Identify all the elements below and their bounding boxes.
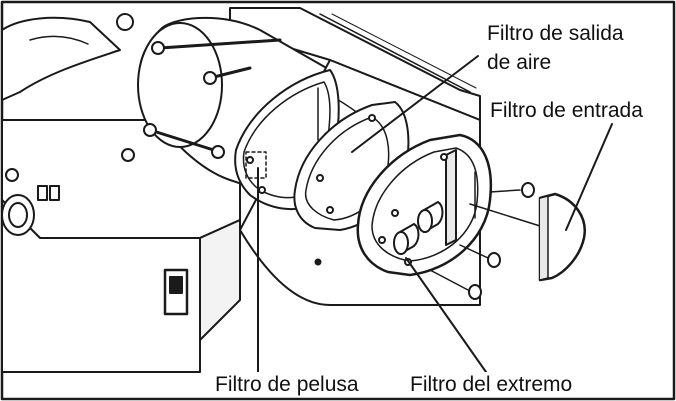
inlet-filter-edge	[539, 195, 549, 281]
screw-icon	[489, 182, 535, 198]
lint-filter-highlight	[245, 151, 267, 179]
machine-base-side	[199, 219, 241, 341]
pin-cylinder-1-cap	[393, 231, 409, 255]
end-filter-housing-inner	[371, 147, 479, 262]
end-filter-screw-2	[391, 209, 399, 217]
drum-hole	[314, 258, 322, 266]
motor-bolt-1	[151, 41, 165, 55]
label-inlet-filter: Filtro de entrada	[487, 98, 646, 123]
guide-line-inlet	[469, 203, 541, 227]
panel-window-left	[37, 185, 48, 201]
hole-icon	[121, 148, 135, 162]
label-lint-filter: Filtro de pelusa	[212, 372, 362, 397]
motor-rod-2	[148, 128, 222, 154]
air-outlet-screw-2	[316, 174, 324, 182]
motor-bolt-5	[116, 13, 134, 31]
air-outlet-screw-1	[368, 114, 376, 122]
label-end-filter: Filtro del extremo	[407, 372, 576, 397]
end-filter-screw-1	[440, 153, 448, 161]
leader-inlet	[565, 123, 613, 231]
fan-blade-top-left	[1, 16, 121, 101]
power-switch-rocker	[169, 276, 183, 294]
label-air-outlet-filter-line1: Filtro de salida	[484, 21, 627, 46]
pin-cylinder-2-cap	[417, 209, 433, 233]
leader-end	[405, 257, 487, 373]
lint-filter-screw-2	[258, 186, 266, 194]
panel-window-right	[49, 185, 60, 201]
end-filter-screw-4	[378, 236, 386, 244]
screw-icon	[459, 244, 501, 268]
top-cover-rail	[319, 13, 471, 93]
control-knob-inner	[8, 202, 28, 228]
motor-bolt-3	[143, 123, 157, 137]
air-outlet-screw-3	[326, 206, 334, 214]
label-air-outlet-filter-line2: de aire	[484, 50, 555, 75]
leader-air-outlet	[351, 55, 479, 153]
fan-blade-detail	[29, 35, 89, 45]
screw-icon	[429, 269, 482, 300]
motor-rod-1	[158, 38, 282, 50]
lint-filter-screw-1	[246, 156, 254, 164]
motor-bolt-2	[203, 71, 217, 85]
motor-bolt-4	[211, 145, 225, 159]
inlet-filter	[538, 192, 586, 282]
indicator-light-icon	[5, 168, 19, 182]
end-filter-panel	[445, 149, 457, 246]
